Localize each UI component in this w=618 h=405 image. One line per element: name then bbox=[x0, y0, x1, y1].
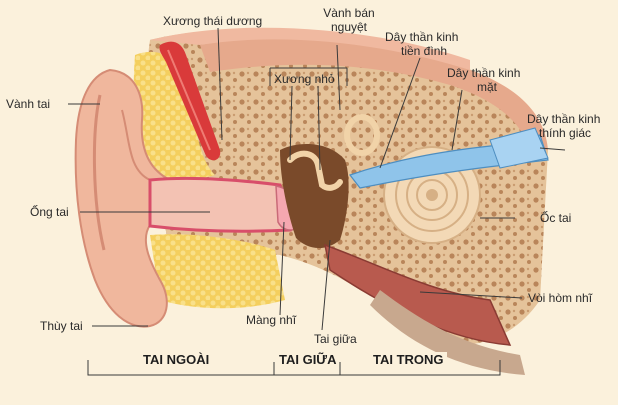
outer-ear-section: TAI NGOÀI bbox=[140, 352, 213, 367]
facial-nerve-line2: mặt bbox=[477, 80, 498, 94]
middle-ear-cavity bbox=[280, 144, 349, 249]
temporal-bone-label: Xương thái dương bbox=[163, 14, 263, 28]
cochlea-label: Ốc tai bbox=[540, 211, 572, 225]
middle-ear-section: TAI GIỮA bbox=[276, 352, 340, 367]
auricle-label: Vành tai bbox=[6, 97, 51, 111]
semicircular-canal-shape bbox=[344, 114, 380, 156]
outer-cortex bbox=[200, 38, 548, 150]
ear-canal-label: Ống tai bbox=[30, 205, 69, 219]
leader-lines bbox=[68, 27, 566, 376]
auditory-nerve-label: Dây thần kinh thính giác bbox=[527, 112, 600, 140]
auricle-shape bbox=[74, 68, 171, 328]
inner-ear-section: TAI TRONG bbox=[370, 352, 447, 367]
ossicle-bones bbox=[287, 150, 343, 191]
auditory-nerve-line2: thính giác bbox=[539, 126, 592, 140]
auditory-nerve-line1: Dây thần kinh bbox=[527, 112, 601, 126]
vestibular-nerve-line2: tiền đình bbox=[401, 44, 448, 58]
middle-cavity-label: Tai giữa bbox=[314, 332, 357, 346]
facial-nerve-line1: Dây thần kinh bbox=[447, 66, 521, 80]
vestibular-nerve-label: Dây thần kinh tiền đình bbox=[385, 30, 458, 58]
ossicles-label: Xương nhỏ bbox=[274, 72, 335, 86]
fat-lower bbox=[150, 234, 285, 309]
semicircular-canal-label: Vành bán nguyệt bbox=[318, 6, 380, 34]
earlobe-label: Thùy tai bbox=[40, 319, 83, 333]
vestibular-nerve-line1: Dây thần kinh bbox=[385, 30, 459, 44]
ear-canal-shape bbox=[148, 176, 292, 233]
eustachian-tube-label: Vòi hòm nhĩ bbox=[528, 291, 593, 305]
auditory-nerve-end bbox=[489, 127, 549, 169]
fat-upper bbox=[133, 51, 215, 190]
skin-top bbox=[150, 27, 470, 70]
semicircular-canal-line1: Vành bán bbox=[323, 6, 375, 20]
eardrum-label: Màng nhĩ bbox=[246, 313, 297, 327]
semicircular-canal-line2: nguyệt bbox=[330, 20, 368, 34]
facial-nerve-label: Dây thần kinh mặt bbox=[447, 66, 520, 94]
